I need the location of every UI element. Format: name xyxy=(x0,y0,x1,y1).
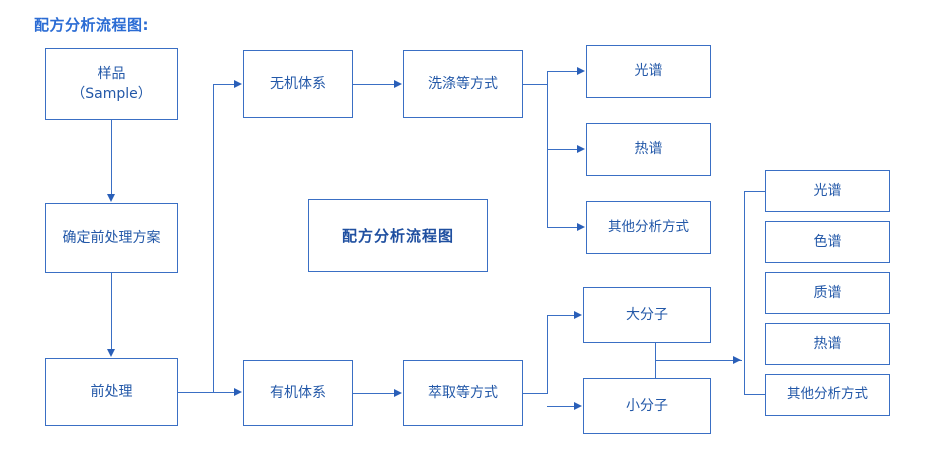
connector-extraction-out xyxy=(523,393,548,395)
page-title: 配方分析流程图: xyxy=(34,16,149,34)
node-pretreatment-plan[interactable]: 确定前处理方案 xyxy=(45,203,178,273)
arrowhead-sample-to-plan xyxy=(107,194,115,202)
connector-inorganic-to-washing xyxy=(353,84,395,86)
connector-right-bracket-trunk xyxy=(744,191,746,395)
arrowhead-fan-to-other xyxy=(577,223,585,231)
arrowhead-plan-to-pretreatment xyxy=(107,349,115,357)
connector-fan-to-other xyxy=(547,227,578,229)
node-micromolecule[interactable]: 小分子 xyxy=(583,378,711,434)
node-extraction-method[interactable]: 萃取等方式 xyxy=(403,360,523,426)
connector-fan-to-thermal xyxy=(547,149,578,151)
arrowhead-inorganic-to-washing xyxy=(394,80,402,88)
connector-trunk-to-inorganic xyxy=(213,84,235,86)
connector-bracket-to-spectroscopy xyxy=(744,191,766,193)
connector-bracket-to-other xyxy=(744,394,766,396)
watermark-box: 配方分析流程图 xyxy=(308,199,488,272)
arrowhead-trunk-to-inorganic xyxy=(234,80,242,88)
arrowhead-fan-to-macromolecule xyxy=(574,311,582,319)
node-pretreatment[interactable]: 前处理 xyxy=(45,358,178,426)
arrowhead-trunk-to-organic xyxy=(234,388,242,396)
connector-split-trunk xyxy=(213,84,215,393)
node-inorganic-output-spectroscopy[interactable]: 光谱 xyxy=(586,45,711,98)
connector-molecule-fan-trunk xyxy=(547,315,549,394)
node-sample[interactable]: 样品 （Sample） xyxy=(45,48,178,120)
node-organic-output-mass-spec[interactable]: 质谱 xyxy=(765,272,890,314)
node-organic-system[interactable]: 有机体系 xyxy=(243,360,353,426)
connector-washing-out xyxy=(523,84,548,86)
node-inorganic-output-other[interactable]: 其他分析方式 xyxy=(586,201,711,254)
node-inorganic-output-thermal[interactable]: 热谱 xyxy=(586,123,711,176)
connector-fan-to-micromolecule xyxy=(547,406,575,408)
connector-organic-to-extraction xyxy=(353,393,395,395)
connector-trunk-to-organic xyxy=(213,392,235,394)
node-organic-output-other[interactable]: 其他分析方式 xyxy=(765,374,890,416)
connector-molecule-merge-to-bracket xyxy=(655,360,742,362)
connector-fan-to-spectroscopy xyxy=(547,71,578,73)
node-inorganic-system[interactable]: 无机体系 xyxy=(243,50,353,118)
connector-pretreatment-out xyxy=(178,392,214,394)
connector-fan-to-macromolecule xyxy=(547,315,575,317)
arrowhead-fan-to-thermal xyxy=(577,145,585,153)
arrowhead-organic-to-extraction xyxy=(394,389,402,397)
node-macromolecule[interactable]: 大分子 xyxy=(583,287,711,343)
connector-plan-to-pretreatment xyxy=(111,273,113,350)
node-organic-output-thermal[interactable]: 热谱 xyxy=(765,323,890,365)
node-organic-output-chromatography[interactable]: 色谱 xyxy=(765,221,890,263)
arrowhead-fan-to-spectroscopy xyxy=(577,67,585,75)
arrowhead-fan-to-micromolecule xyxy=(574,402,582,410)
node-washing-method[interactable]: 洗涤等方式 xyxy=(403,50,523,118)
connector-sample-to-plan xyxy=(111,120,113,195)
arrowhead-merge-to-bracket xyxy=(733,356,741,364)
node-organic-output-spectroscopy[interactable]: 光谱 xyxy=(765,170,890,212)
